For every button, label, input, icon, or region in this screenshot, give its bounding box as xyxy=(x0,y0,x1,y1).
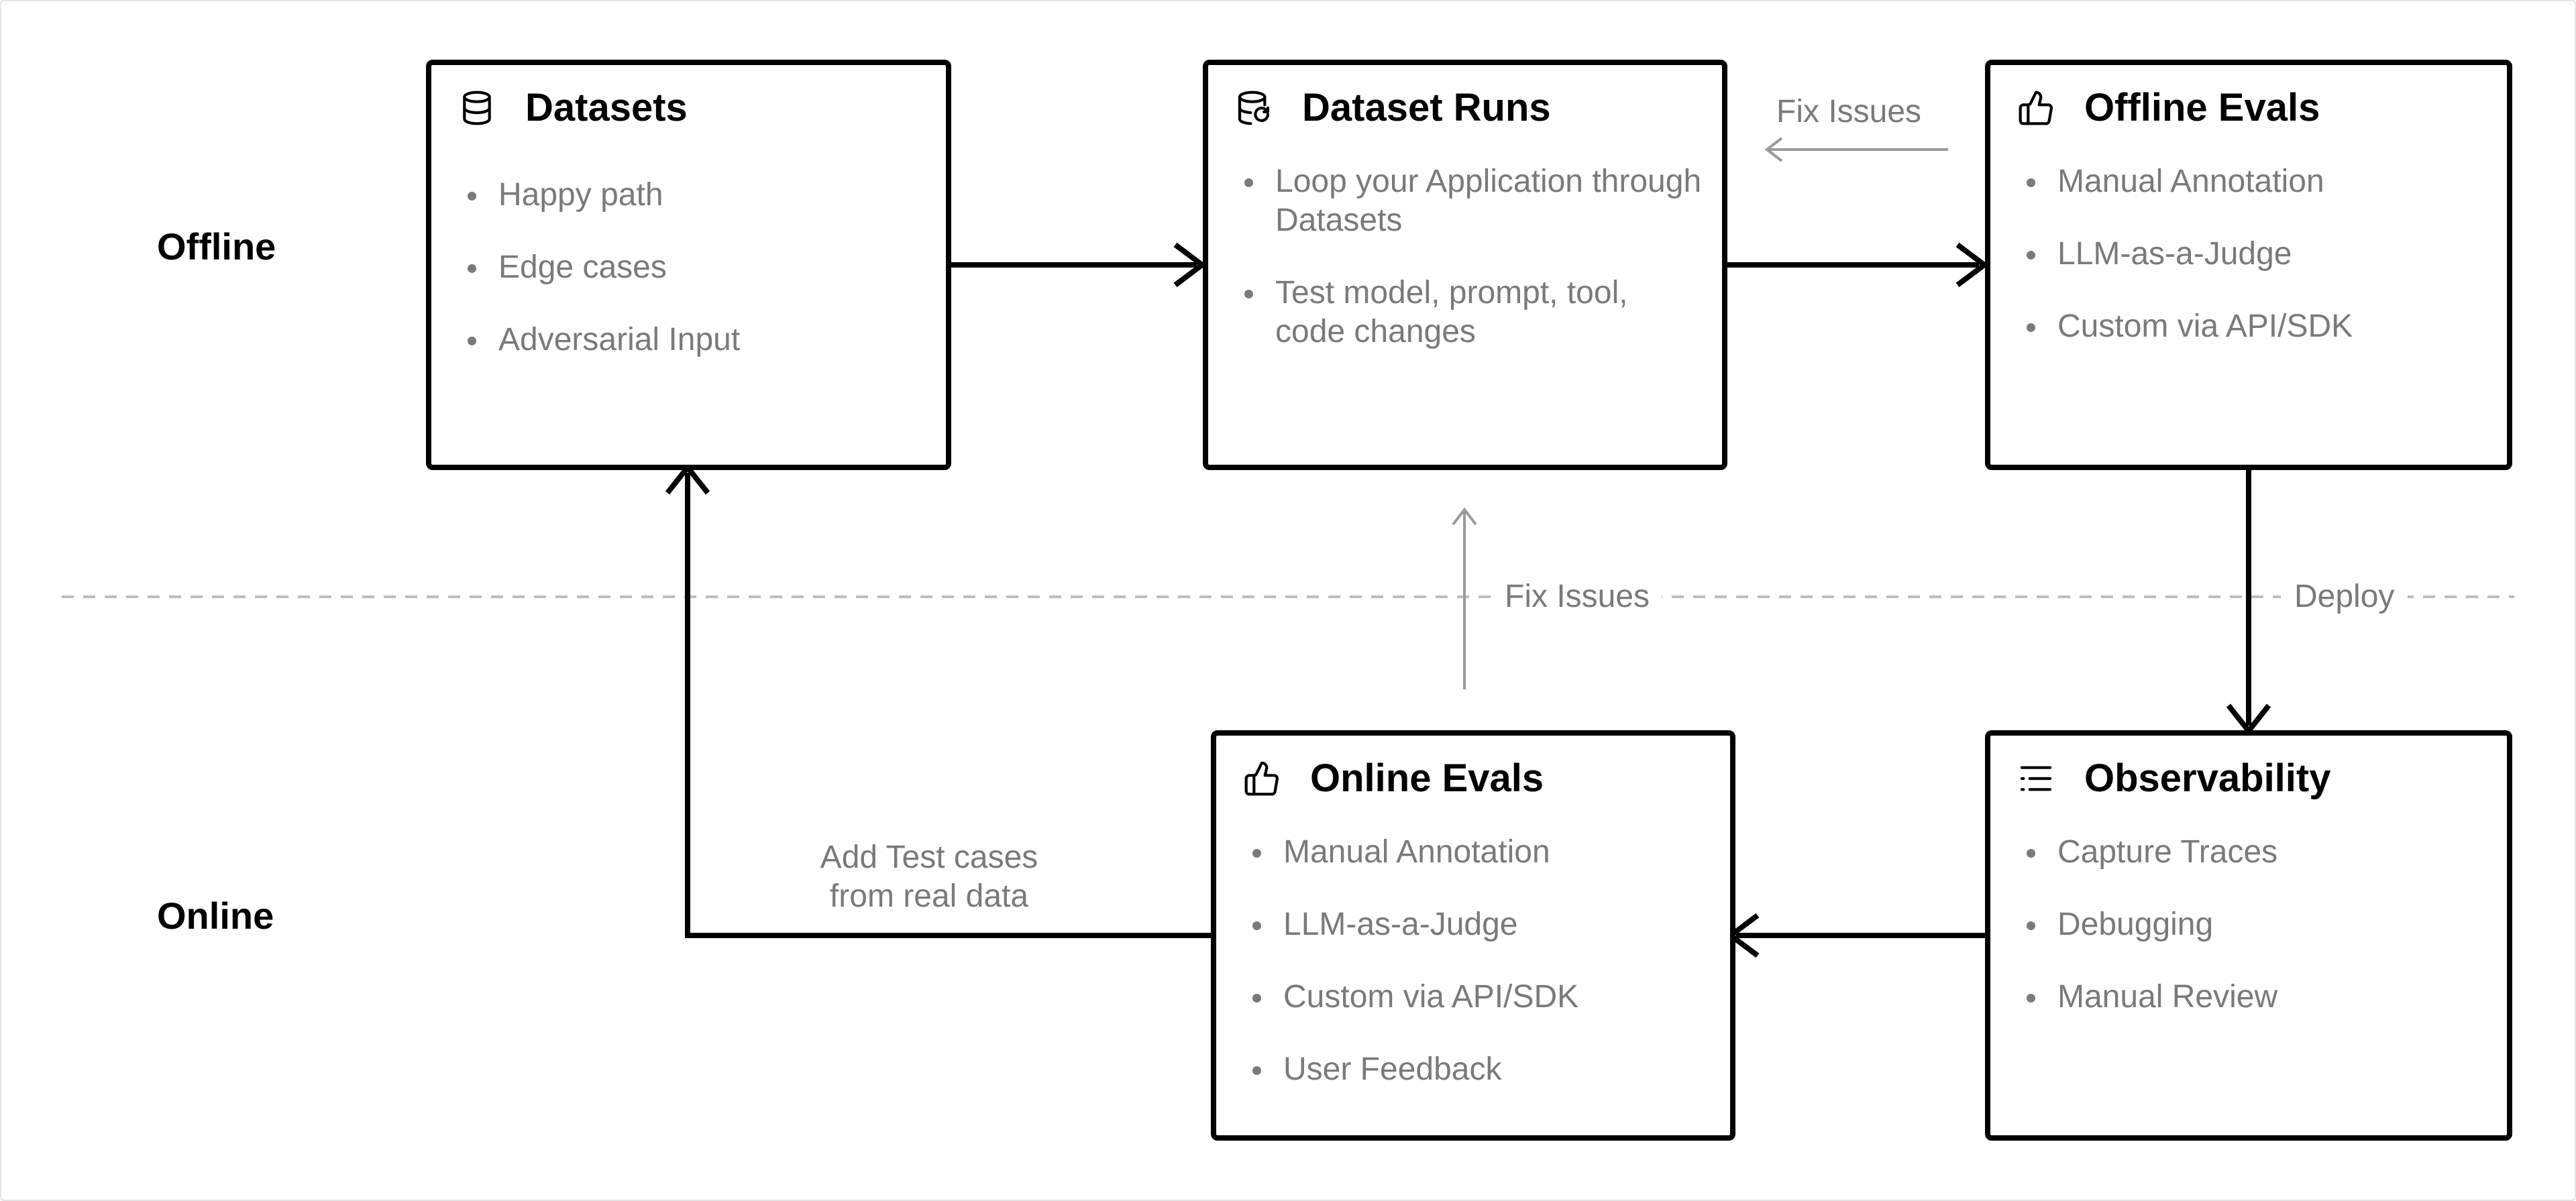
list-item: Happy path xyxy=(467,176,740,215)
list-item: LLM-as-a-Judge xyxy=(1252,905,1578,944)
list-item: Capture Traces xyxy=(2026,833,2277,872)
online-evals-title: Online Evals xyxy=(1310,756,1544,800)
deploy-label: Deploy xyxy=(2281,577,2408,616)
fix-issues-middle-label: Fix Issues xyxy=(1493,577,1662,616)
observability-header: Observability xyxy=(2017,756,2330,801)
online-evals-header: Online Evals xyxy=(1243,756,1544,801)
list-item: User Feedback xyxy=(1252,1050,1578,1089)
section-label-online: Online xyxy=(157,895,274,937)
list-item: Debugging xyxy=(2026,905,2277,944)
list-item: Adversarial Input xyxy=(467,321,740,359)
thumbs-up-icon xyxy=(1243,760,1281,797)
observability-title: Observability xyxy=(2084,756,2331,800)
database-icon xyxy=(458,89,496,127)
add-test-cases-label: Add Test cases from real data xyxy=(798,838,1060,916)
add-test-cases-line-1: Add Test cases xyxy=(820,840,1038,875)
database-refresh-icon xyxy=(1235,89,1273,127)
dataset-runs-box: Dataset Runs Loop your Application throu… xyxy=(1203,60,1727,470)
add-test-cases-line-2: from real data xyxy=(829,878,1029,914)
offline-evals-box: Offline Evals Manual Annotation LLM-as-a… xyxy=(1985,60,2512,470)
offline-evals-header: Offline Evals xyxy=(2017,85,2320,130)
observability-list: Capture Traces Debugging Manual Review xyxy=(2017,833,2277,1050)
arrow-runs-to-offline-evals xyxy=(1727,242,1989,288)
observability-box: Observability Capture Traces Debugging M… xyxy=(1985,730,2512,1141)
dataset-runs-title: Dataset Runs xyxy=(1302,86,1551,129)
list-item: Test model, prompt, tool, code changes xyxy=(1244,274,1705,351)
arrow-fix-issues-middle xyxy=(1452,507,1477,689)
online-evals-box: Online Evals Manual Annotation LLM-as-a-… xyxy=(1211,730,1735,1141)
datasets-title: Datasets xyxy=(525,86,688,129)
arrow-fix-issues-top xyxy=(1764,137,1948,162)
fix-issues-top-label: Fix Issues xyxy=(1776,93,1922,131)
list-item: Loop your Application through Datasets xyxy=(1244,162,1705,240)
list-indent-icon xyxy=(2017,760,2055,797)
thumbs-up-icon xyxy=(2017,89,2055,127)
list-item: Manual Annotation xyxy=(2026,162,2353,201)
dataset-runs-list: Loop your Application through Datasets T… xyxy=(1235,162,1705,385)
offline-evals-list: Manual Annotation LLM-as-a-Judge Custom … xyxy=(2017,162,2353,380)
list-item: Custom via API/SDK xyxy=(2026,307,2353,346)
dataset-runs-header: Dataset Runs xyxy=(1235,85,1551,130)
offline-evals-title: Offline Evals xyxy=(2084,86,2320,129)
datasets-header: Datasets xyxy=(458,85,688,130)
section-label-offline: Offline xyxy=(157,225,276,268)
list-item: Custom via API/SDK xyxy=(1252,978,1578,1017)
datasets-list: Happy path Edge cases Adversarial Input xyxy=(458,176,740,393)
list-item: Edge cases xyxy=(467,248,740,287)
online-evals-list: Manual Annotation LLM-as-a-Judge Custom … xyxy=(1243,833,1578,1123)
list-item: Manual Annotation xyxy=(1252,833,1578,872)
arrow-deploy xyxy=(2226,469,2271,736)
datasets-box: Datasets Happy path Edge cases Adversari… xyxy=(426,60,951,470)
arrow-datasets-to-runs xyxy=(951,242,1207,288)
list-item: Manual Review xyxy=(2026,978,2277,1017)
list-item: LLM-as-a-Judge xyxy=(2026,235,2353,274)
arrow-observability-to-online-evals xyxy=(1726,913,1990,958)
